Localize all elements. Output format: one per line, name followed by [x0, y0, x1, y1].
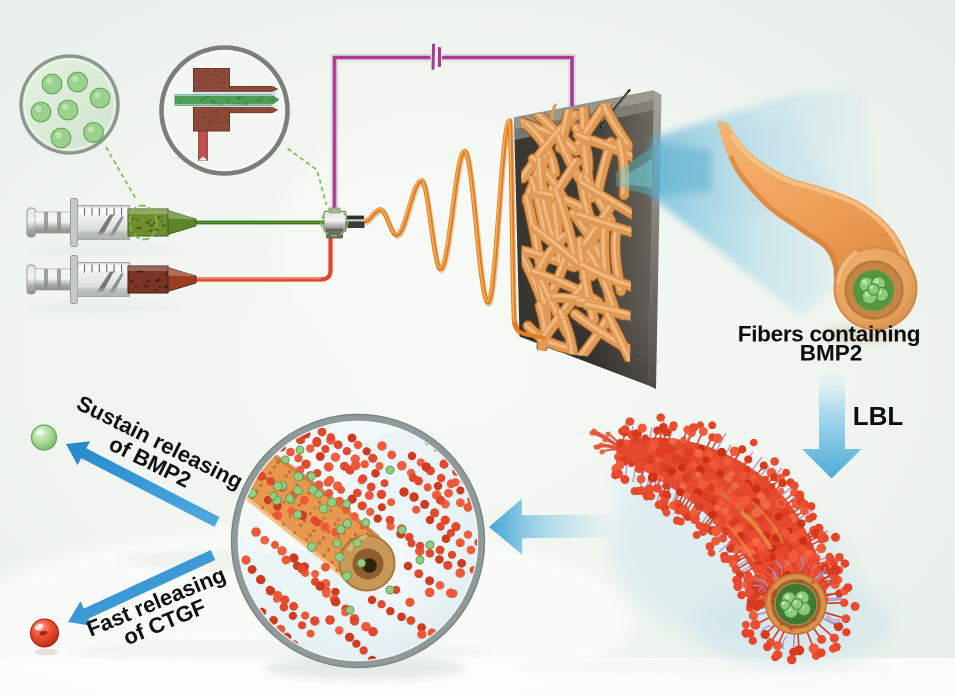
- svg-text:Fibers containing: Fibers containing: [738, 322, 920, 347]
- svg-text:LBL: LBL: [853, 401, 904, 431]
- svg-text:BMP2: BMP2: [800, 341, 863, 366]
